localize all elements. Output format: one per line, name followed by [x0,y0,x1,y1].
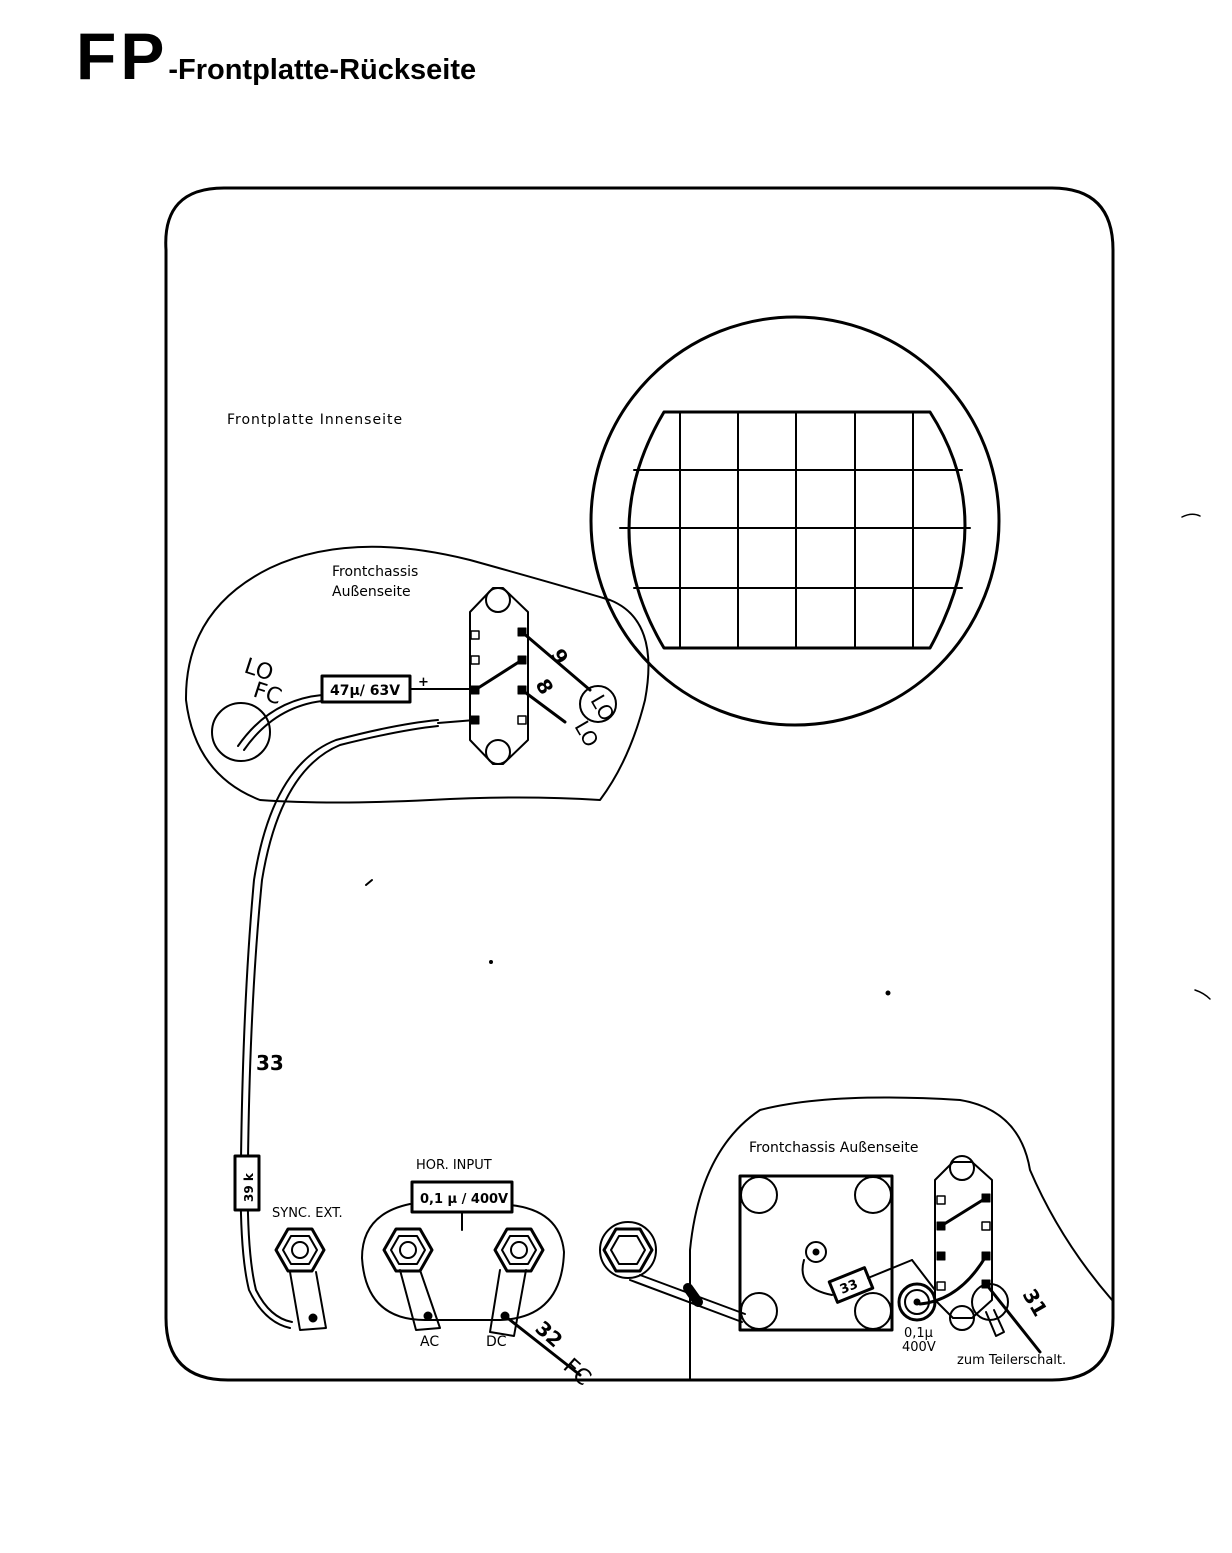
label-wire-8: 8 [531,675,559,699]
socket-square [738,1174,894,1332]
label-cap-hor: 0,1 µ / 400V [420,1192,508,1207]
terminal-strip-top [469,587,617,765]
title-code: FP [76,19,169,93]
resistor-39k [233,1154,261,1212]
label-fc-bottom: FC [558,1354,596,1391]
terminal-strip-bottom [918,1155,1042,1354]
label-chassis-top-2: Außenseite [332,584,411,600]
label-chassis-top-1: Frontchassis [332,564,418,580]
label-cap-bottom-1: 0,1µ [904,1326,933,1341]
jack-ac [382,1227,441,1331]
label-cap-top: 47µ/ 63V [330,683,400,699]
crt-screen [589,315,1001,727]
label-chassis-bottom: Frontchassis Außenseite [749,1140,918,1156]
front-chassis-outline-top [184,545,650,804]
page-title: FP-Frontplatte-Rückseite [76,18,476,94]
label-wire-33: 33 [256,1051,284,1075]
label-fc-left: FC [250,678,284,710]
label-resistor-39k: 39 k [242,1172,256,1202]
label-wire-32: 32 [531,1316,568,1352]
label-plus: + [418,675,429,690]
resistor-33-bottom [827,1259,913,1304]
jack-dc [489,1227,582,1377]
label-sync-ext: SYNC. EXT. [272,1206,343,1221]
coax-cable-33 [239,719,476,1329]
label-dc: DC [486,1334,507,1350]
capacitor-47u [320,674,476,704]
capacitor-bottom [897,1259,937,1322]
jack-right [599,1221,746,1323]
label-cap-bottom-2: 400V [902,1340,936,1355]
front-chassis-outline-bottom [689,1096,1113,1381]
hor-input-ring [361,1203,565,1321]
label-zum-teiler: zum Teilerschalt. [957,1353,1066,1368]
label-hor-input: HOR. INPUT [416,1158,492,1173]
pot-lo-fc [211,694,323,762]
label-panel-inner: Frontplatte Innenseite [227,412,403,428]
label-wire-31: 31 [1018,1285,1053,1321]
title-text: -Frontplatte-Rückseite [168,54,477,86]
label-ac: AC [420,1334,439,1350]
front-panel-outline [164,186,1115,1382]
label-resistor-33: 33 [838,1277,860,1298]
jack-sync-ext [274,1227,327,1331]
